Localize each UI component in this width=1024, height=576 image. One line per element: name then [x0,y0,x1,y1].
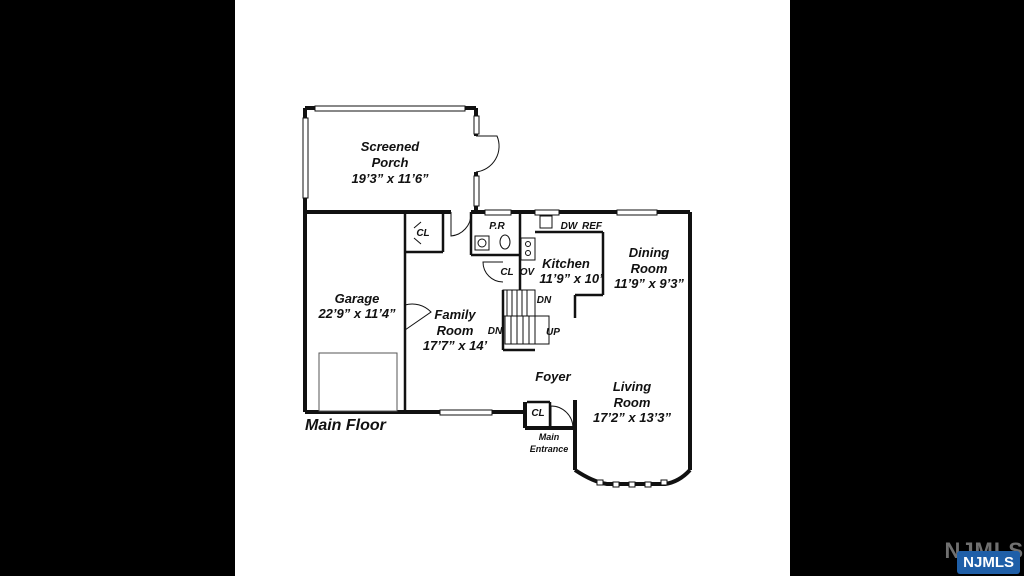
stairs-down-label-lower: DN [488,326,503,337]
refrigerator-label: REF [582,221,603,232]
porch-dims: 19’3” x 11’6” [351,171,429,186]
closet-foyer-label: CL [531,408,544,419]
living-name-2: Room [614,395,651,410]
bay-window [573,468,692,486]
floor-plan-diagram: Screened Porch 19’3” x 11’6” Garage 22’9… [302,105,692,488]
stairs [502,289,550,345]
entrance-label-1: Main [539,432,560,442]
kitchen-name: Kitchen [542,256,590,271]
mls-badge: NJMLS [957,551,1020,574]
floor-title: Main Floor [305,417,387,434]
living-name: Living [613,379,651,394]
family-name: Family [434,307,476,322]
closet-hall-label: CL [500,267,513,278]
bay-window-panes [596,479,668,488]
foyer-name: Foyer [535,369,571,384]
powder-room-label: P.R [489,221,505,232]
garage-dims: 22’9” x 11’4” [317,306,396,321]
dishwasher-label: DW [561,221,579,232]
windows [302,105,658,416]
dining-dims: 11’9” x 9’3” [614,276,684,291]
floor-plan-canvas: Screened Porch 19’3” x 11’6” Garage 22’9… [235,0,790,576]
closet-garage-label: CL [416,228,429,239]
fixtures [474,215,553,261]
porch-name-2: Porch [372,155,409,170]
doors [404,135,574,429]
entrance-label-2: Entrance [530,444,569,454]
stairs-down-label-upper: DN [537,295,552,306]
living-dims: 17’2” x 13’3” [593,410,672,425]
stairs-up-label: UP [546,327,560,338]
kitchen-dims: 11’9” x 10’ [539,271,603,286]
dining-name: Dining [629,245,669,260]
family-dims: 17’7” x 14’ [423,338,488,353]
garage-name: Garage [335,291,380,306]
oven-label: OV [520,267,536,278]
dining-name-2: Room [631,261,668,276]
family-name-2: Room [437,323,474,338]
porch-name: Screened [361,139,421,154]
